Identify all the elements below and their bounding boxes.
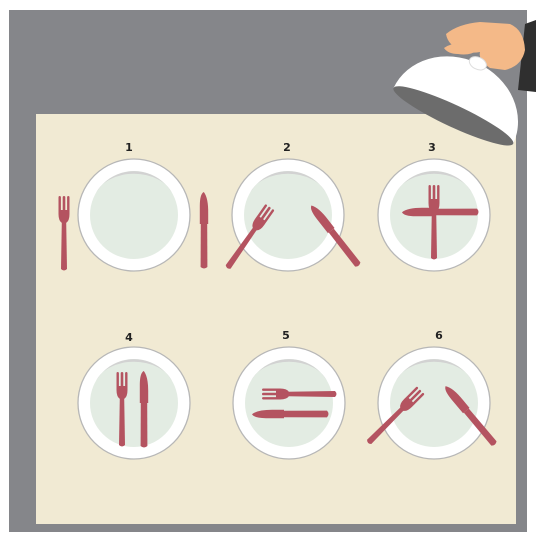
plate-6 bbox=[378, 347, 490, 459]
number-label-3: 3 bbox=[422, 141, 442, 154]
number-label-1: 1 bbox=[119, 141, 139, 154]
place-setting-5 bbox=[233, 347, 345, 459]
plate-2 bbox=[232, 159, 344, 271]
knife-icon bbox=[252, 410, 329, 418]
knife-icon bbox=[402, 208, 479, 216]
place-setting-3 bbox=[378, 159, 490, 271]
knife-icon bbox=[200, 192, 208, 269]
plate-1 bbox=[78, 159, 190, 271]
number-label-2: 2 bbox=[277, 141, 297, 154]
knife-icon bbox=[140, 371, 148, 448]
number-label-5: 5 bbox=[276, 329, 296, 342]
plate-4 bbox=[78, 347, 190, 459]
number-label-6: 6 bbox=[429, 329, 449, 342]
plate-5 bbox=[233, 347, 345, 459]
number-label-4: 4 bbox=[119, 331, 139, 344]
place-setting-4 bbox=[78, 347, 190, 459]
